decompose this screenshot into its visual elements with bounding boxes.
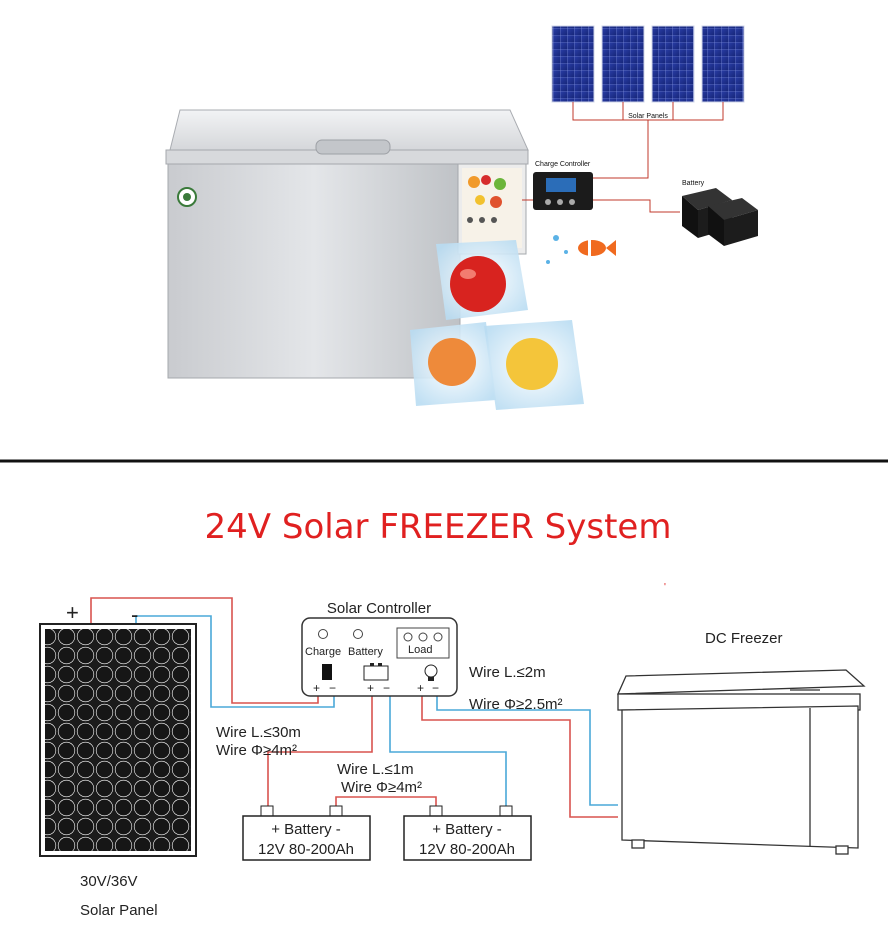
panel-terminal-minus: − <box>329 681 336 695</box>
battery-wire-length-label: Wire L.≤1m <box>337 761 414 778</box>
battery-terminal-icon <box>363 665 389 681</box>
solar-panel: + - 30V/36V Solar Panel <box>39 600 197 919</box>
product-photo: Solar Panels Charge Controller Battery <box>165 25 758 410</box>
panel-name-label: Solar Panel <box>80 902 158 919</box>
panel-minus-label: - <box>131 602 138 627</box>
panel-plus-label: + <box>66 600 79 625</box>
charge-controller-photo: Charge Controller <box>522 161 680 213</box>
wiring <box>90 597 618 818</box>
battery-positive-wire <box>267 690 373 807</box>
diagram-title: 24V Solar FREEZER System <box>205 507 672 547</box>
battery-series-wire <box>335 796 437 807</box>
controller-load-label: Load <box>408 644 432 656</box>
load-wire-length-label: Wire L.≤2m <box>469 664 546 681</box>
battery-2-polarity: + Battery - <box>432 821 502 838</box>
panel-wire-length-label: Wire L.≤30m <box>216 724 301 741</box>
load-negative-wire <box>436 690 618 806</box>
ice-fruit-graphic <box>410 235 616 410</box>
battery-negative-wire <box>389 690 507 807</box>
battery-1: + Battery - 12V 80-200Ah <box>242 805 371 861</box>
load-terminal-plus: + <box>417 681 424 695</box>
svg-text:': ' <box>664 582 666 593</box>
battery-1-polarity: + Battery - <box>271 821 341 838</box>
freezer-window-fruit <box>462 168 522 248</box>
load-positive-wire <box>421 690 618 818</box>
solar-panels-photo: Solar Panels <box>551 25 745 179</box>
panel-positive-wire <box>90 597 319 704</box>
controller-battery-label: Battery <box>348 646 383 658</box>
chest-freezer-photo <box>165 109 529 379</box>
controller-title: Solar Controller <box>327 600 431 617</box>
charge-controller-label: Charge Controller <box>535 161 591 168</box>
solar-panels-label: Solar Panels <box>628 113 668 120</box>
panel-wire-gauge-label: Wire Φ≥4m² <box>216 742 297 759</box>
panel-negative-wire <box>135 615 335 708</box>
solar-controller: Solar Controller Charge Battery Load + −… <box>301 600 458 697</box>
load-wire-gauge-label: Wire Φ≥2.5m² <box>469 696 563 713</box>
battery-photo: Battery <box>682 180 758 246</box>
battery-photo-label: Battery <box>682 180 705 187</box>
controller-charge-label: Charge <box>305 646 341 658</box>
battery-wire-gauge-label: Wire Φ≥4m² <box>341 779 422 796</box>
bulb-icon <box>424 664 438 681</box>
panel-terminal-icon <box>322 664 332 680</box>
panel-voltage-label: 30V/36V <box>80 873 138 890</box>
battery-terminal-plus: + <box>367 681 374 695</box>
freezer-label: DC Freezer <box>705 630 783 647</box>
battery-2: + Battery - 12V 80-200Ah <box>403 805 532 861</box>
battery-terminal-minus: − <box>383 681 390 695</box>
panel-terminal-plus: + <box>313 681 320 695</box>
load-terminal-minus: − <box>432 681 439 695</box>
fish-icon <box>578 240 616 256</box>
battery-2-spec: 12V 80-200Ah <box>419 841 515 858</box>
battery-1-spec: 12V 80-200Ah <box>258 841 354 858</box>
dc-freezer: DC Freezer <box>616 630 866 855</box>
